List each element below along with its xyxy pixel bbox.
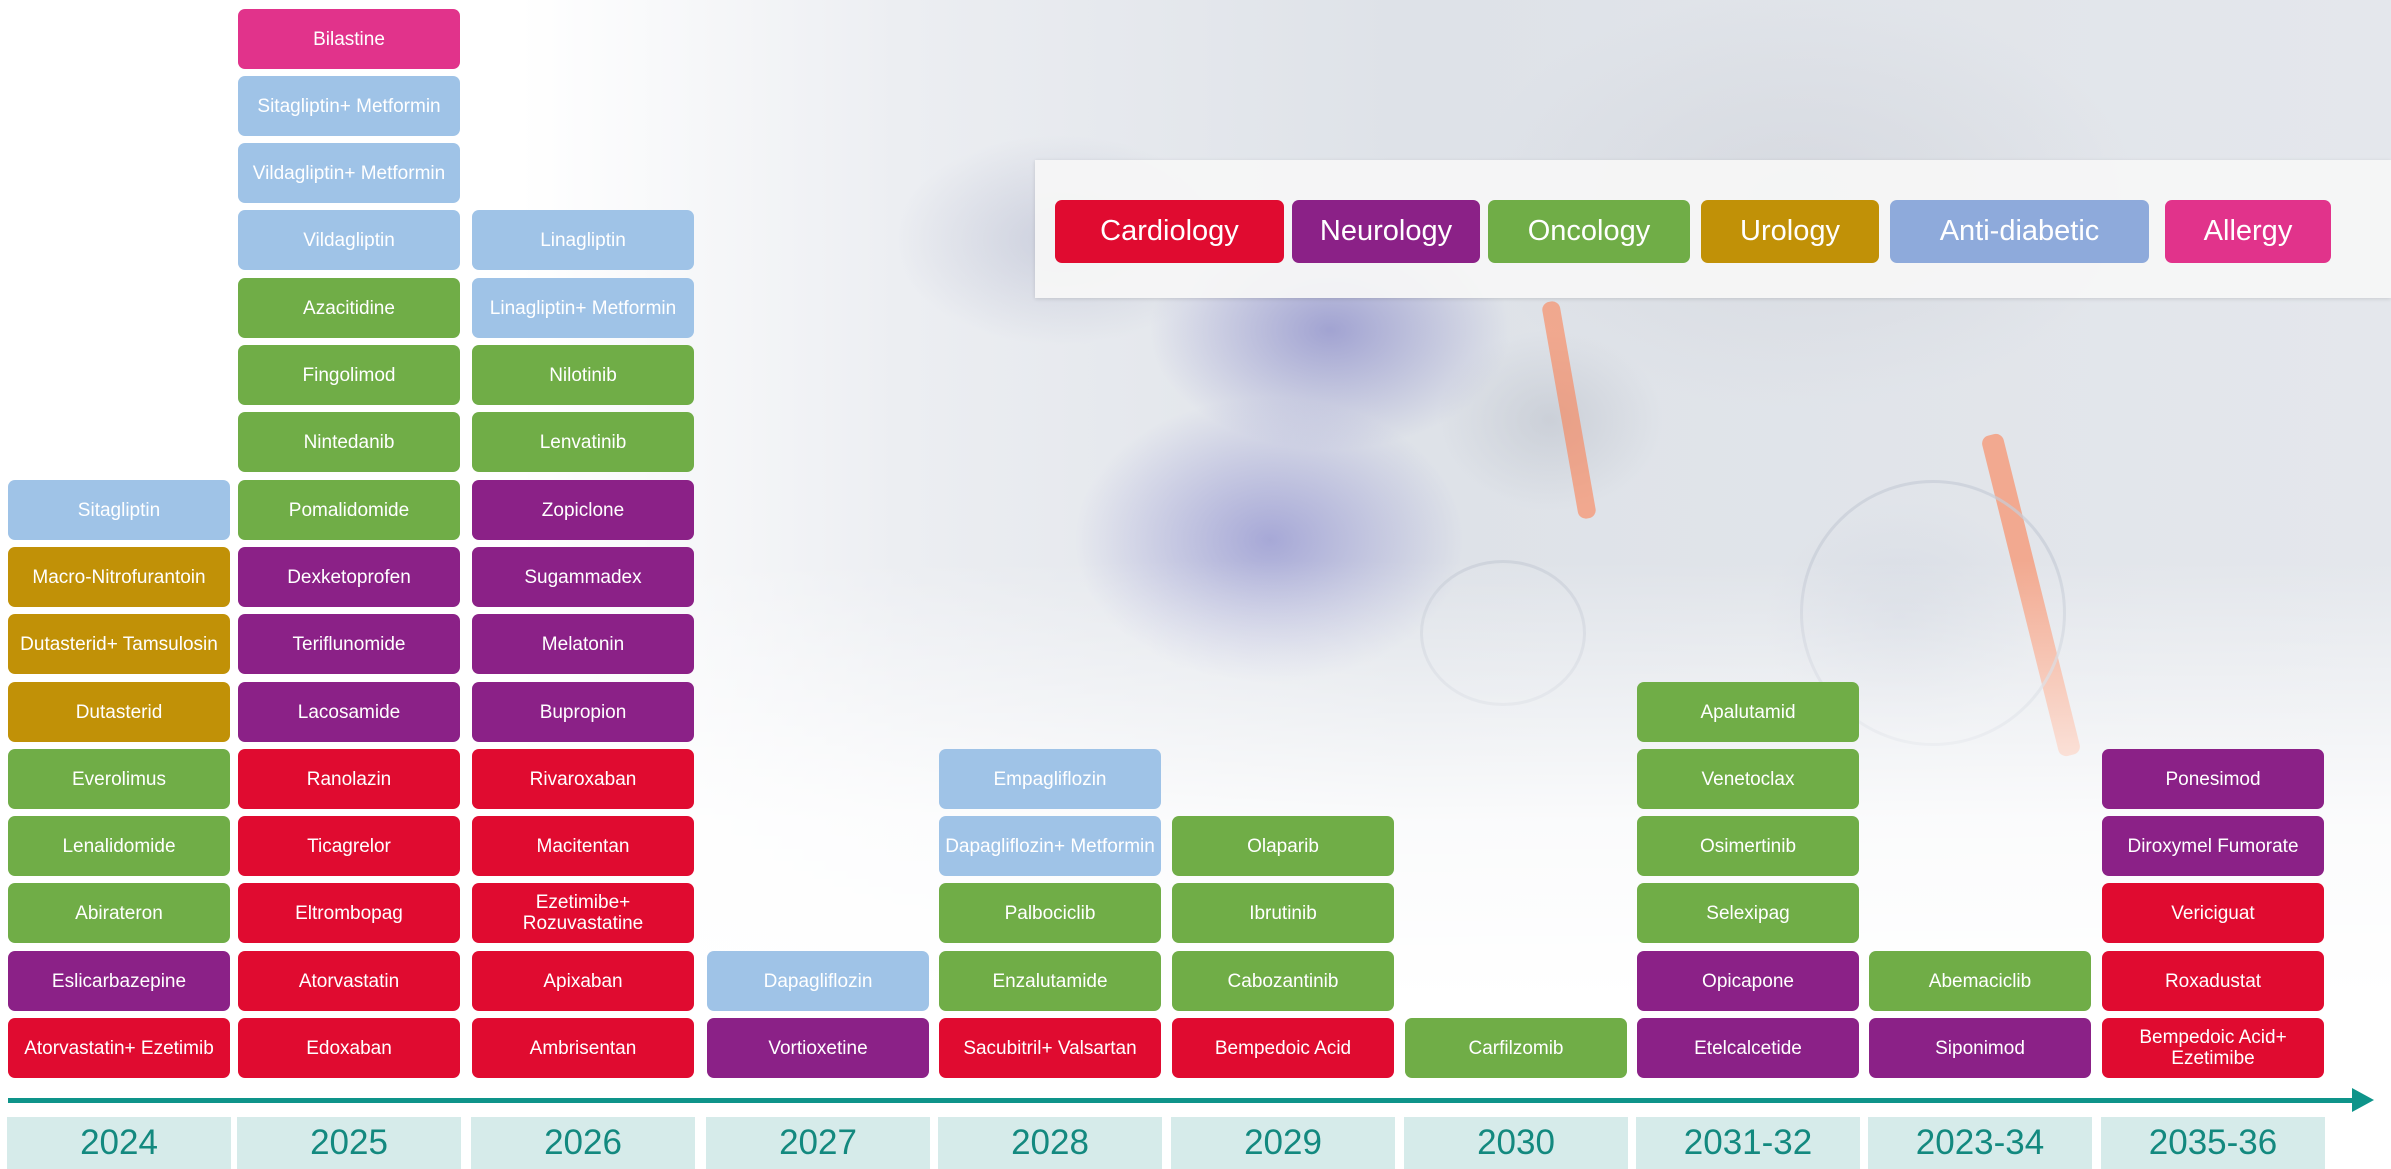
drug-block-cabozantinib: Cabozantinib — [1172, 951, 1394, 1011]
drug-block-dexketoprofen: Dexketoprofen — [238, 547, 460, 607]
drug-block-sacubitril-valsartan: Sacubitril+ Valsartan — [939, 1018, 1161, 1078]
year-label-2028: 2028 — [938, 1117, 1162, 1169]
drug-block-ezetimibe-rozuvastatine: Ezetimibe+ Rozuvastatine — [472, 883, 694, 943]
drug-block-linagliptin: Linagliptin — [472, 210, 694, 270]
drug-block-edoxaban: Edoxaban — [238, 1018, 460, 1078]
year-label-2025: 2025 — [237, 1117, 461, 1169]
year-label-2027: 2027 — [706, 1117, 930, 1169]
drug-block-bilastine: Bilastine — [238, 9, 460, 69]
drug-block-eslicarbazepine: Eslicarbazepine — [8, 951, 230, 1011]
drug-block-nintedanib: Nintedanib — [238, 412, 460, 472]
legend-item-allergy: Allergy — [2165, 200, 2331, 263]
drug-block-sitagliptin-metformin: Sitagliptin+ Metformin — [238, 76, 460, 136]
drug-block-sugammadex: Sugammadex — [472, 547, 694, 607]
legend-item-cardiology: Cardiology — [1055, 200, 1284, 263]
drug-block-roxadustat: Roxadustat — [2102, 951, 2324, 1011]
legend-item-urology: Urology — [1701, 200, 1879, 263]
drug-block-dapagliflozin: Dapagliflozin — [707, 951, 929, 1011]
legend-item-anti-diabetic: Anti-diabetic — [1890, 200, 2149, 263]
drug-block-zopiclone: Zopiclone — [472, 480, 694, 540]
drug-block-lenalidomide: Lenalidomide — [8, 816, 230, 876]
drug-block-melatonin: Melatonin — [472, 614, 694, 674]
drug-block-enzalutamide: Enzalutamide — [939, 951, 1161, 1011]
drug-block-empagliflozin: Empagliflozin — [939, 749, 1161, 809]
drug-block-ticagrelor: Ticagrelor — [238, 816, 460, 876]
drug-block-opicapone: Opicapone — [1637, 951, 1859, 1011]
legend-item-neurology: Neurology — [1292, 200, 1480, 263]
drug-block-palbociclib: Palbociclib — [939, 883, 1161, 943]
drug-block-atorvastatin-ezetimib: Atorvastatin+ Ezetimib — [8, 1018, 230, 1078]
drug-block-fingolimod: Fingolimod — [238, 345, 460, 405]
drug-block-olaparib: Olaparib — [1172, 816, 1394, 876]
year-label-2024: 2024 — [7, 1117, 231, 1169]
drug-block-apalutamid: Apalutamid — [1637, 682, 1859, 742]
drug-block-apixaban: Apixaban — [472, 951, 694, 1011]
drug-block-eltrombopag: Eltrombopag — [238, 883, 460, 943]
drug-block-ibrutinib: Ibrutinib — [1172, 883, 1394, 943]
drug-block-venetoclax: Venetoclax — [1637, 749, 1859, 809]
drug-block-bupropion: Bupropion — [472, 682, 694, 742]
drug-block-atorvastatin: Atorvastatin — [238, 951, 460, 1011]
legend-item-oncology: Oncology — [1488, 200, 1690, 263]
drug-block-osimertinib: Osimertinib — [1637, 816, 1859, 876]
drug-block-ambrisentan: Ambrisentan — [472, 1018, 694, 1078]
drug-block-bempedoic-acid-ezetimibe: Bempedoic Acid+ Ezetimibe — [2102, 1018, 2324, 1078]
drug-block-teriflunomide: Teriflunomide — [238, 614, 460, 674]
year-label-2031-32: 2031-32 — [1636, 1117, 1860, 1169]
drug-block-ranolazin: Ranolazin — [238, 749, 460, 809]
drug-block-abemaciclib: Abemaciclib — [1869, 951, 2091, 1011]
drug-block-rivaroxaban: Rivaroxaban — [472, 749, 694, 809]
drug-block-dutasterid-tamsulosin: Dutasterid+ Tamsulosin — [8, 614, 230, 674]
drug-block-dutasterid: Dutasterid — [8, 682, 230, 742]
drug-block-etelcalcetide: Etelcalcetide — [1637, 1018, 1859, 1078]
drug-block-azacitidine: Azacitidine — [238, 278, 460, 338]
drug-block-everolimus: Everolimus — [8, 749, 230, 809]
drug-block-siponimod: Siponimod — [1869, 1018, 2091, 1078]
drug-block-vildagliptin: Vildagliptin — [238, 210, 460, 270]
drug-block-vericiguat: Vericiguat — [2102, 883, 2324, 943]
timeline-axis-line — [8, 1098, 2358, 1103]
drug-block-diroxymel-fumorate: Diroxymel Fumorate — [2102, 816, 2324, 876]
drug-block-abirateron: Abirateron — [8, 883, 230, 943]
drug-block-lenvatinib: Lenvatinib — [472, 412, 694, 472]
drug-block-linagliptin-metformin: Linagliptin+ Metformin — [472, 278, 694, 338]
drug-block-sitagliptin: Sitagliptin — [8, 480, 230, 540]
year-label-2035-36: 2035-36 — [2101, 1117, 2325, 1169]
drug-block-macitentan: Macitentan — [472, 816, 694, 876]
drug-block-lacosamide: Lacosamide — [238, 682, 460, 742]
drug-block-ponesimod: Ponesimod — [2102, 749, 2324, 809]
year-label-2023-34: 2023-34 — [1868, 1117, 2092, 1169]
drug-block-nilotinib: Nilotinib — [472, 345, 694, 405]
drug-block-pomalidomide: Pomalidomide — [238, 480, 460, 540]
drug-block-bempedoic-acid: Bempedoic Acid — [1172, 1018, 1394, 1078]
drug-block-carfilzomib: Carfilzomib — [1405, 1018, 1627, 1078]
drug-block-selexipag: Selexipag — [1637, 883, 1859, 943]
year-label-2026: 2026 — [471, 1117, 695, 1169]
drug-block-macro-nitrofurantoin: Macro-Nitrofurantoin — [8, 547, 230, 607]
drug-block-vortioxetine: Vortioxetine — [707, 1018, 929, 1078]
year-label-2029: 2029 — [1171, 1117, 1395, 1169]
year-label-2030: 2030 — [1404, 1117, 1628, 1169]
drug-block-vildagliptin-metformin: Vildagliptin+ Metformin — [238, 143, 460, 203]
timeline-arrow-head — [2352, 1088, 2374, 1112]
drug-block-dapagliflozin-metformin: Dapagliflozin+ Metformin — [939, 816, 1161, 876]
